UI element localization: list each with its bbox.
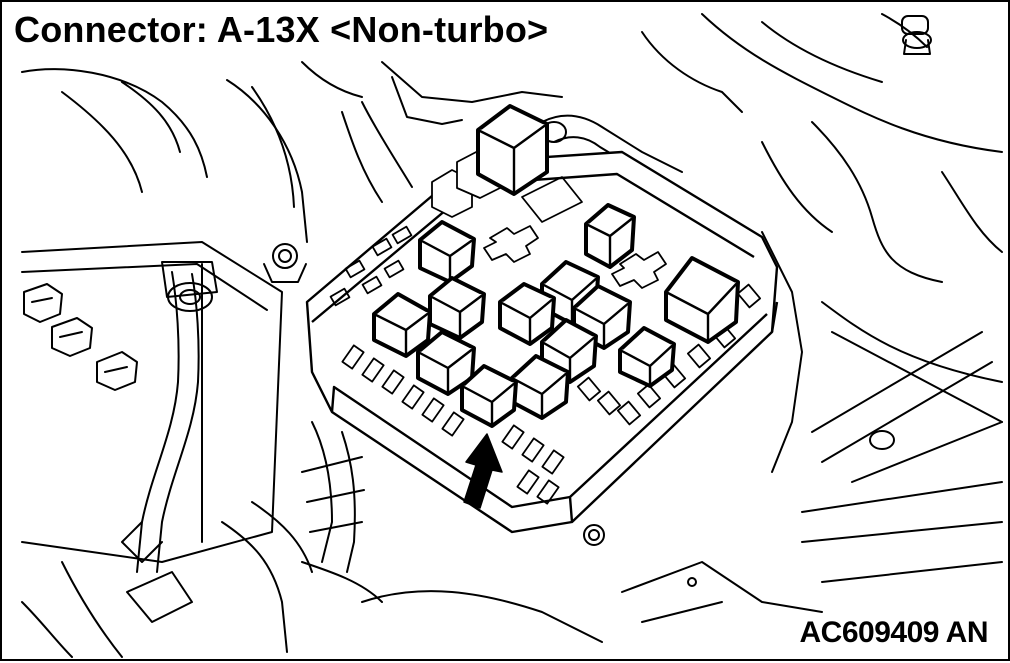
relay-left-upper xyxy=(418,220,476,284)
relay-a-13x-target xyxy=(460,364,518,428)
relay-large-right xyxy=(664,256,740,344)
relay-right-lower xyxy=(618,326,676,388)
relay-recess xyxy=(521,176,583,223)
relays xyxy=(372,104,740,428)
relay-top xyxy=(476,104,549,196)
engine-bay-background xyxy=(21,13,1003,658)
relay-recess xyxy=(611,251,667,289)
figure-code-label: AC609409 AN xyxy=(793,615,990,651)
relay-center xyxy=(498,282,556,346)
connector-title: Connector: A-13X <Non-turbo> xyxy=(10,8,557,52)
relay-left-middle xyxy=(428,276,486,340)
battery-caps xyxy=(23,283,138,391)
fuse-slots xyxy=(329,225,762,505)
indicator-arrow xyxy=(463,433,503,509)
relay-far-left xyxy=(372,292,432,358)
relay-recess xyxy=(483,225,539,263)
relay-upper-right xyxy=(584,203,636,269)
